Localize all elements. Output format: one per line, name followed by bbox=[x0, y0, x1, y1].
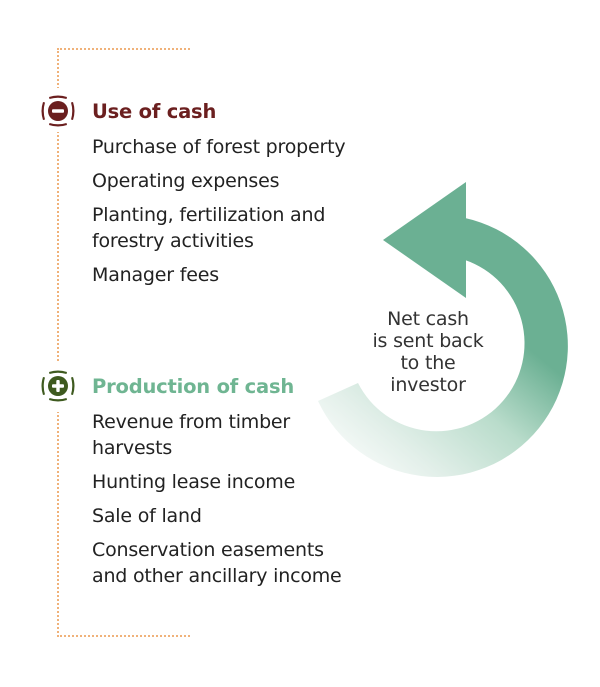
list-item: Planting, fertilization and forestry act… bbox=[92, 204, 326, 252]
net-cash-label: Net cash is sent back to the investor bbox=[372, 308, 484, 396]
use-of-cash-title: Use of cash bbox=[92, 99, 217, 123]
use-of-cash-section: Use of cash Purchase of forest property … bbox=[38, 95, 346, 288]
minus-circle-icon bbox=[41, 95, 75, 127]
plus-circle-icon bbox=[41, 370, 75, 402]
list-item: Operating expenses bbox=[92, 170, 280, 192]
production-of-cash-section: Production of cash Revenue from timber h… bbox=[38, 370, 342, 589]
list-item: Sale of land bbox=[92, 505, 202, 527]
use-of-cash-heading: Use of cash bbox=[38, 95, 345, 127]
circular-arrow-icon bbox=[318, 182, 568, 477]
production-of-cash-title: Production of cash bbox=[92, 374, 295, 398]
list-item: Manager fees bbox=[92, 264, 219, 286]
list-item: Hunting lease income bbox=[92, 471, 296, 493]
production-of-cash-heading: Production of cash bbox=[38, 370, 342, 402]
list-item: Purchase of forest property bbox=[92, 136, 346, 158]
list-item: Conservation easements and other ancilla… bbox=[92, 539, 342, 587]
use-of-cash-list: Purchase of forest property Operating ex… bbox=[92, 134, 346, 288]
production-of-cash-list: Revenue from timber harvests Hunting lea… bbox=[92, 409, 342, 589]
list-item: Revenue from timber harvests bbox=[92, 411, 291, 459]
dotted-bracket-frame bbox=[57, 48, 190, 637]
